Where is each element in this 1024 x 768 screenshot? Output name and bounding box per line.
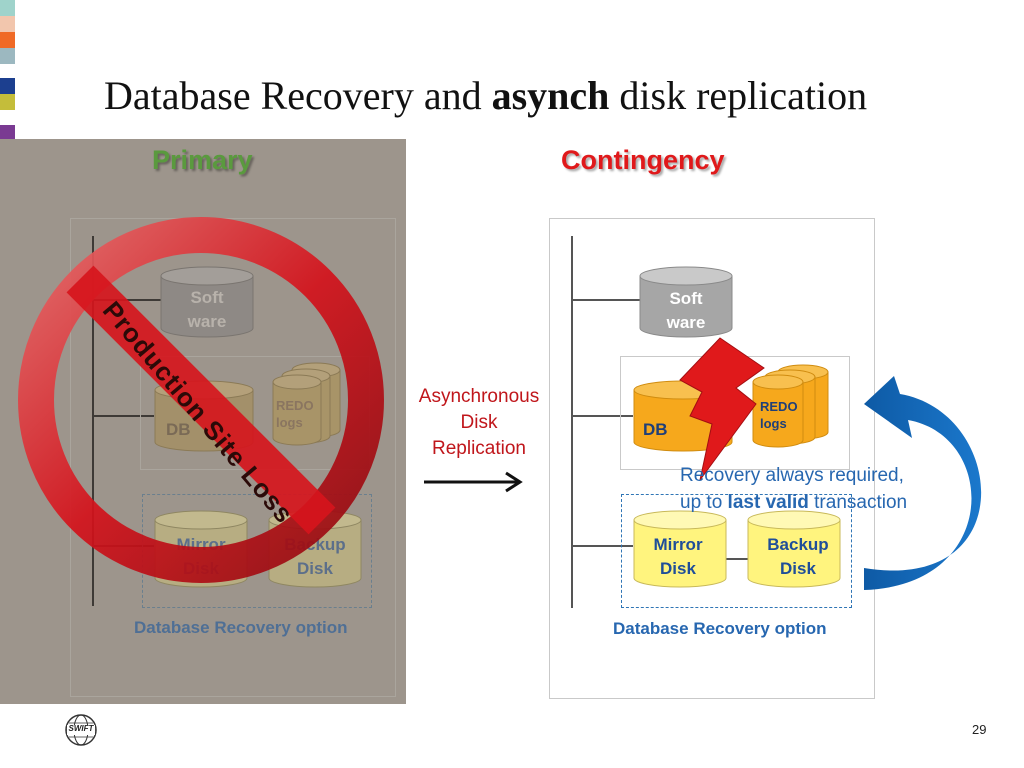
lightning-bolt-icon: [679, 337, 765, 481]
contingency-software-cylinder: [639, 266, 733, 338]
contingency-backup-cylinder: [747, 510, 841, 588]
swift-logo-icon: [65, 714, 97, 746]
contingency-mirror-cylinder: [633, 510, 727, 588]
curved-recovery-arrow-icon: [864, 376, 982, 590]
contingency-db-label: DB: [643, 420, 668, 439]
replication-arrow-icon: [424, 471, 523, 493]
page-number: 29: [972, 722, 987, 737]
slide-title: Database Recovery and asynch disk replic…: [104, 73, 868, 118]
primary-option-label: Database Recovery option: [134, 618, 348, 637]
primary-heading: Primary: [152, 145, 253, 175]
swift-logo-text: SWIFT: [68, 724, 94, 733]
primary-software-cylinder: [160, 266, 254, 338]
recovery-note: Recovery always required, up to last val…: [680, 465, 908, 513]
contingency-redo-cylinders: [752, 364, 829, 448]
contingency-heading: Contingency: [561, 145, 725, 175]
contingency-option-label: Database Recovery option: [613, 619, 827, 638]
primary-redo-cylinders: [272, 362, 341, 446]
prohibition-sign-icon: [18, 217, 384, 583]
primary-db-label: DB: [166, 420, 191, 439]
